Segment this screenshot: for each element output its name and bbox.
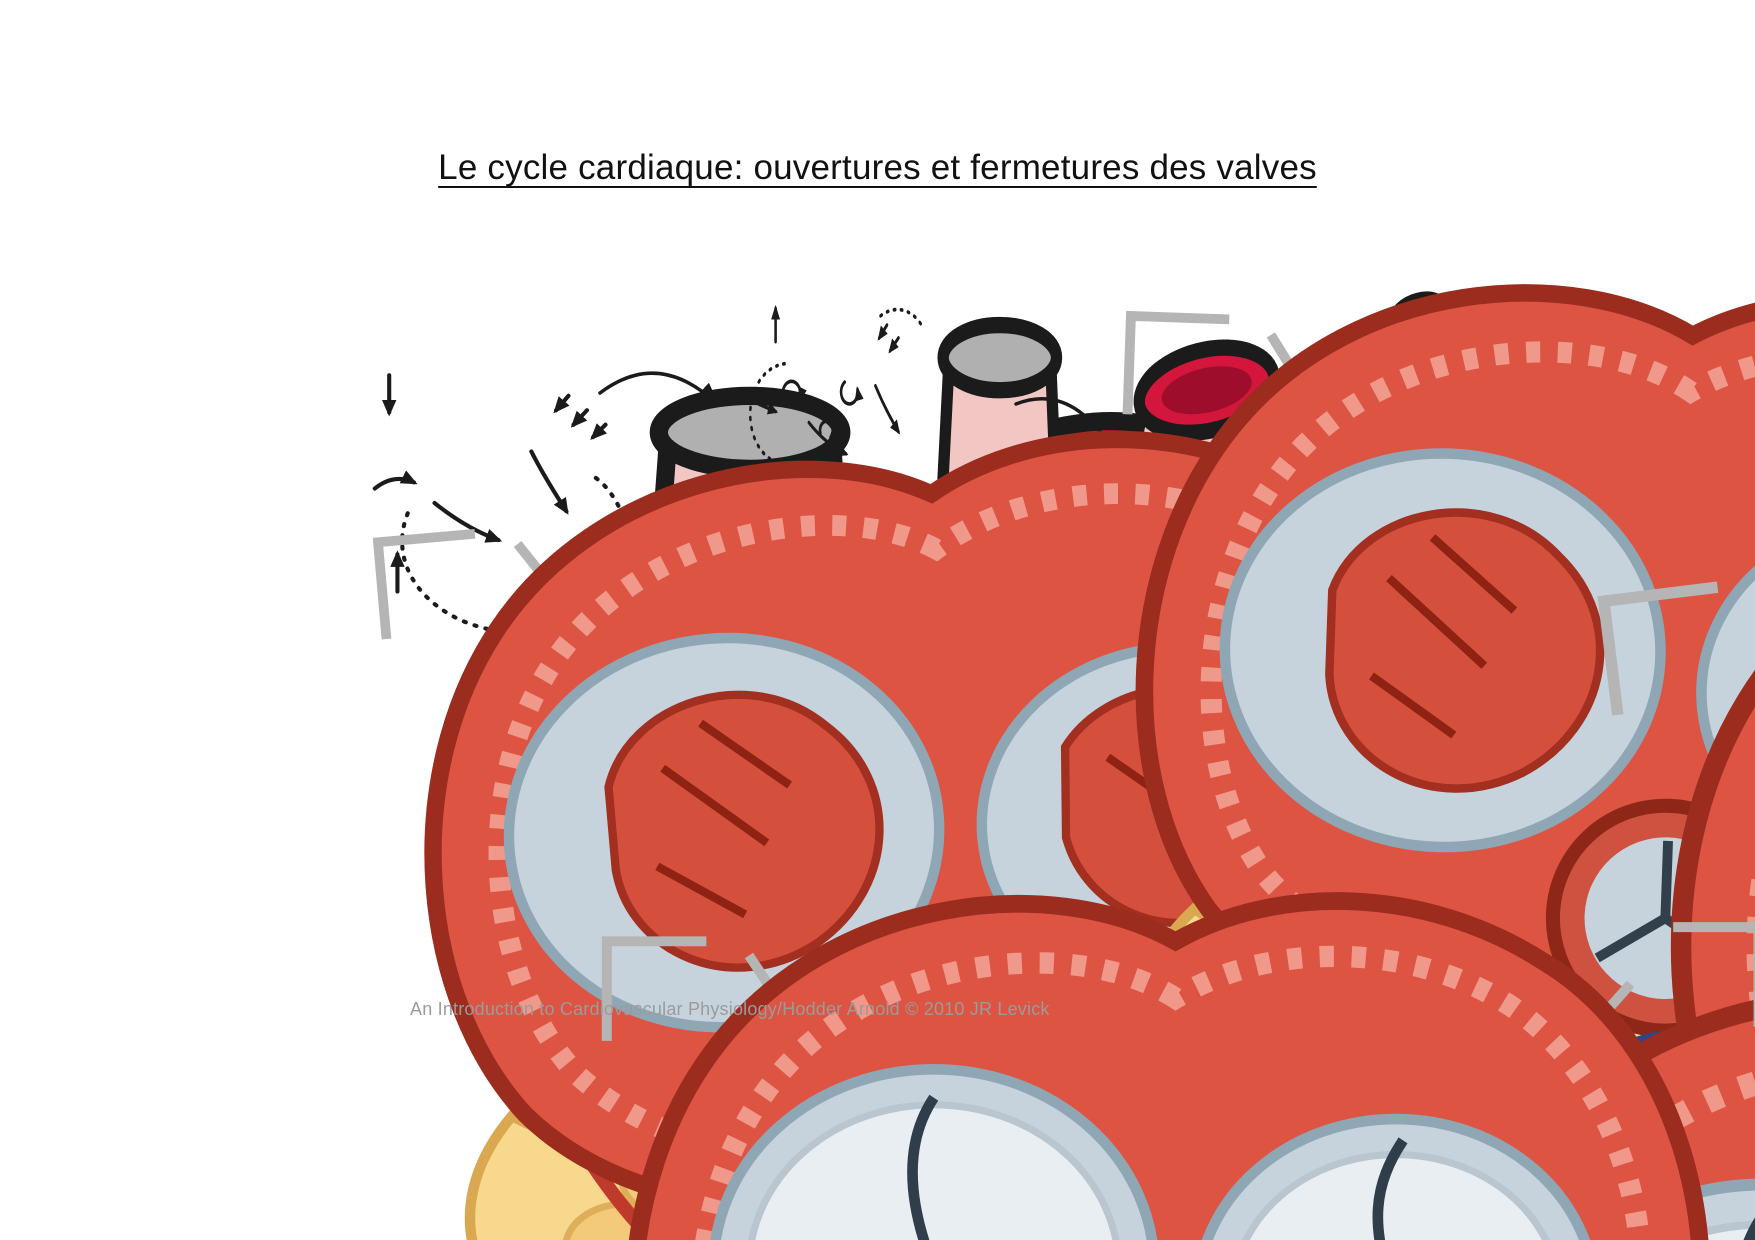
dashed-vein-outline: [879, 307, 923, 327]
attribution-text: An Introduction to Cardiovascular Physio…: [410, 999, 1050, 1019]
dashed-atrium-outline: [749, 361, 786, 467]
cycle-arrow-filling-to-atrial: [598, 371, 720, 407]
page-title: Le cycle cardiaque: ouvertures et fermet…: [438, 148, 1317, 187]
